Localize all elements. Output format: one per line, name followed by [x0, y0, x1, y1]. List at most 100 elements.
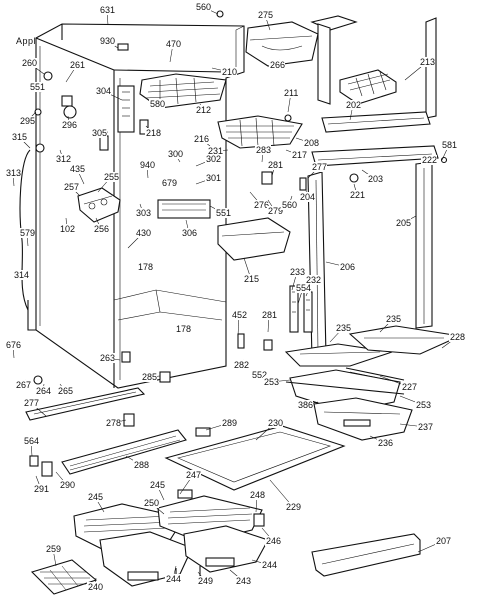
callout-215: 215 — [244, 274, 259, 284]
callout-bg-248 — [249, 490, 265, 500]
callout-bg-178 — [137, 262, 153, 272]
callout-386: 386 — [298, 400, 313, 410]
callout-264: 264 — [36, 386, 51, 396]
kick-plate-grille — [61, 429, 187, 475]
callout-bg-452 — [231, 310, 247, 320]
callout-631: 631 — [100, 5, 115, 15]
callout-bg-579 — [19, 228, 35, 238]
callout-bg-212 — [195, 105, 211, 115]
callout-305: 305 — [92, 128, 107, 138]
callout-235: 235 — [336, 323, 351, 333]
callout-bg-305 — [91, 128, 107, 138]
callout-240: 240 — [88, 582, 103, 592]
callout-581: 581 — [442, 140, 457, 150]
callout-285: 285 — [142, 372, 157, 382]
callout-bg-265 — [57, 386, 73, 396]
slide-rails — [285, 367, 405, 395]
callout-551: 551 — [30, 82, 45, 92]
callout-bg-580 — [149, 99, 165, 109]
callout-102: 102 — [60, 224, 75, 234]
callout-206: 206 — [340, 262, 355, 272]
callout-247: 247 — [186, 470, 201, 480]
callout-216: 216 — [194, 134, 209, 144]
callout-bg-435 — [69, 164, 85, 174]
callout-580: 580 — [150, 99, 165, 109]
callout-bg-301 — [205, 173, 221, 183]
callout-259: 259 — [46, 544, 61, 554]
callout-bg-245 — [87, 492, 103, 502]
callout-bg-213 — [419, 57, 435, 67]
callout-256: 256 — [94, 224, 109, 234]
callout-261: 261 — [70, 60, 85, 70]
callout-bg-277 — [23, 398, 39, 408]
callout-281: 281 — [262, 310, 277, 320]
callout-313: 313 — [6, 168, 21, 178]
ice-tray — [339, 69, 397, 105]
callout-bg-215 — [243, 274, 259, 284]
callout-bg-285 — [141, 372, 157, 382]
callout-250: 250 — [144, 498, 159, 508]
callout-bg-564 — [23, 436, 39, 446]
callout-231: 231 — [208, 146, 223, 156]
callout-bg-255 — [103, 172, 119, 182]
callout-551: 551 — [216, 208, 231, 218]
callout-bg-290 — [59, 480, 75, 490]
callout-221: 221 — [350, 190, 365, 200]
callout-930: 930 — [100, 36, 115, 46]
callout-229: 229 — [286, 502, 301, 512]
callout-312: 312 — [56, 154, 71, 164]
callout-560: 560 — [282, 200, 297, 210]
ice-bin — [245, 21, 319, 67]
callout-bg-102 — [59, 224, 75, 234]
callout-245: 245 — [150, 480, 165, 490]
callout-288: 288 — [134, 460, 149, 470]
callout-300: 300 — [168, 149, 183, 159]
callout-bg-560 — [281, 200, 297, 210]
callout-243: 243 — [236, 576, 251, 586]
callout-bg-291 — [33, 484, 49, 494]
door-rail-right — [415, 161, 433, 329]
callout-430: 430 — [136, 228, 151, 238]
callout-bg-257 — [63, 182, 79, 192]
callout-bg-259 — [45, 544, 61, 554]
callout-bg-237 — [417, 422, 433, 432]
mullion-bar — [311, 145, 439, 167]
door-frame — [310, 15, 437, 133]
meat-pan — [217, 217, 291, 261]
callout-bg-249 — [197, 576, 213, 586]
callout-277: 277 — [312, 162, 327, 172]
callout-277: 277 — [24, 398, 39, 408]
callout-bg-245 — [149, 480, 165, 490]
callout-260: 260 — [22, 58, 37, 68]
callout-bg-276 — [253, 200, 269, 210]
callout-bg-231 — [207, 146, 223, 156]
callout-bg-266 — [269, 60, 285, 70]
callout-bg-243 — [235, 576, 251, 586]
callout-210: 210 — [222, 67, 237, 77]
callout-267: 267 — [16, 380, 31, 390]
callout-306: 306 — [182, 228, 197, 238]
callout-253: 253 — [264, 377, 279, 387]
callout-bg-631 — [99, 5, 115, 15]
callout-295: 295 — [20, 116, 35, 126]
callout-289: 289 — [222, 418, 237, 428]
callout-276: 276 — [254, 200, 269, 210]
callout-564: 564 — [24, 436, 39, 446]
callout-178: 178 — [138, 262, 153, 272]
callout-bg-230 — [267, 418, 283, 428]
callout-bg-263 — [99, 353, 115, 363]
callout-bg-178 — [175, 324, 191, 334]
callout-579: 579 — [20, 228, 35, 238]
callout-bg-256 — [93, 224, 109, 234]
callout-207: 207 — [436, 536, 451, 546]
callout-315: 315 — [12, 132, 27, 142]
callout-bg-203 — [367, 174, 383, 184]
callout-bg-247 — [185, 470, 201, 480]
callout-230: 230 — [268, 418, 283, 428]
callout-217: 217 — [292, 150, 307, 160]
callout-227: 227 — [402, 382, 417, 392]
callout-452: 452 — [232, 310, 247, 320]
callout-211: 211 — [284, 88, 298, 98]
callout-237: 237 — [418, 422, 433, 432]
